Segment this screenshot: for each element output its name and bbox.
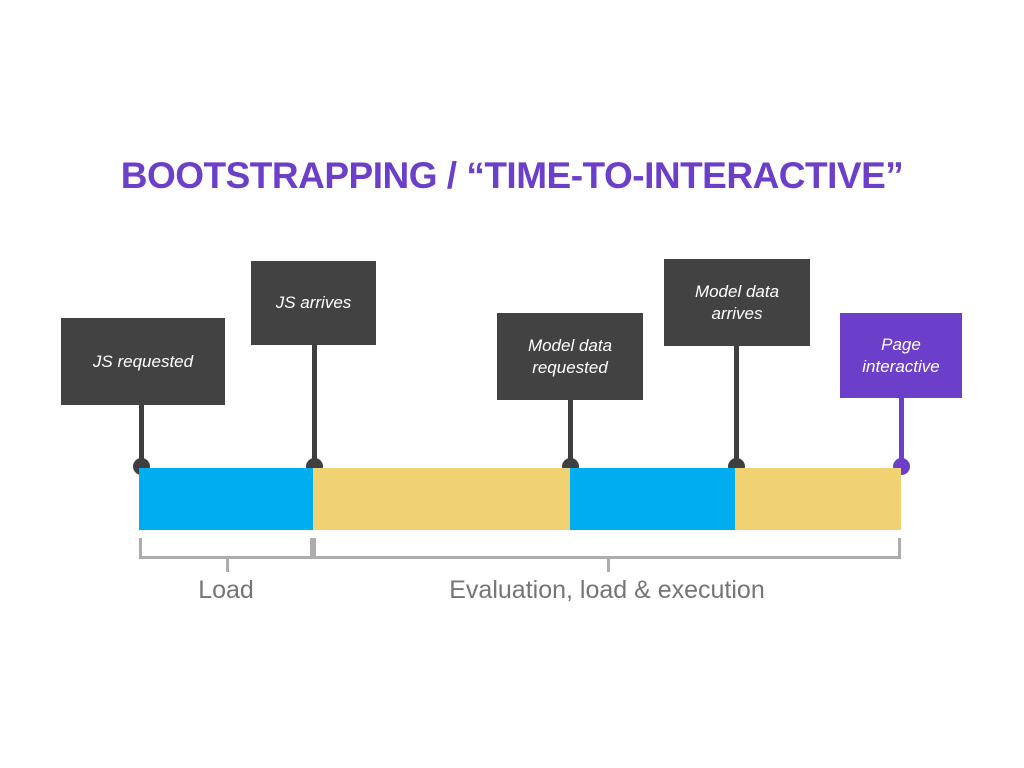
stem-model-data-requested xyxy=(568,400,573,468)
phase-label-evaluation: Evaluation, load & execution xyxy=(449,576,765,604)
timeline-bar xyxy=(139,468,901,530)
phase-label-load: Load xyxy=(198,576,254,604)
callout-page-interactive[interactable]: Page interactive xyxy=(840,313,962,398)
bracket-load xyxy=(139,538,313,559)
stem-js-arrives xyxy=(312,345,317,468)
callout-label: Model data requested xyxy=(527,335,613,377)
segment-js-evaluation[interactable] xyxy=(313,468,570,530)
page-title: BOOTSTRAPPING / “TIME-TO-INTERACTIVE” xyxy=(120,155,904,196)
segment-js-load[interactable] xyxy=(139,468,313,530)
callout-model-data-arrives[interactable]: Model data arrives xyxy=(664,259,810,346)
callout-label: Page interactive xyxy=(862,334,940,376)
callout-js-arrives[interactable]: JS arrives xyxy=(251,261,376,345)
stem-page-interactive xyxy=(899,398,904,468)
callout-js-requested[interactable]: JS requested xyxy=(61,318,225,405)
callout-label: JS arrives xyxy=(275,293,352,312)
stem-model-data-arrives xyxy=(734,346,739,468)
callout-model-data-requested[interactable]: Model data requested xyxy=(497,313,643,400)
bracket-evaluation xyxy=(313,538,901,559)
bracket-tick-load xyxy=(226,558,229,572)
segment-model-data-load[interactable] xyxy=(570,468,735,530)
callout-label: Model data arrives xyxy=(694,281,780,323)
bracket-tick-evaluation xyxy=(607,558,610,572)
stem-js-requested xyxy=(139,405,144,468)
callout-label: JS requested xyxy=(92,351,194,371)
segment-model-data-execution[interactable] xyxy=(735,468,901,530)
